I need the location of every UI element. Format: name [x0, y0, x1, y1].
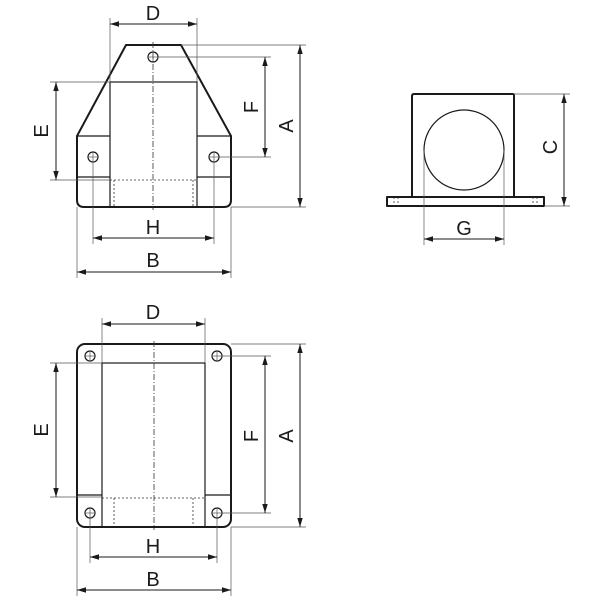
label-b: B: [146, 569, 159, 591]
label-e: E: [31, 124, 53, 137]
label-d: D: [146, 302, 160, 324]
top-view-rectangular: D E F A H B: [31, 302, 306, 596]
mounting-hole-icon: [211, 507, 223, 519]
inner-body: [109, 81, 198, 208]
label-a: A: [276, 119, 298, 133]
mounting-hole-icon: [208, 151, 220, 163]
label-e: E: [31, 423, 53, 436]
label-c: C: [540, 140, 562, 154]
mounting-hole-icon: [211, 350, 223, 362]
side-view: C G: [386, 93, 570, 245]
mounting-hole-icon: [84, 350, 96, 362]
side-body-outline: [411, 93, 515, 197]
label-h: H: [146, 217, 160, 239]
mounting-hole-icon: [84, 507, 96, 519]
label-a: A: [276, 429, 298, 443]
label-h: H: [146, 536, 160, 558]
label-f: F: [241, 430, 263, 442]
label-d: D: [146, 3, 160, 25]
front-view-trapezoid: D E F A H B: [31, 3, 306, 278]
label-b: B: [146, 250, 159, 272]
inner-body: [101, 362, 206, 528]
label-f: F: [241, 101, 263, 113]
bracket-outline: [76, 44, 232, 208]
base-flange: [386, 196, 545, 207]
mounting-hole-icon: [147, 51, 159, 63]
mounting-hole-icon: [87, 151, 99, 163]
label-g: G: [456, 218, 472, 240]
bore-circle: [423, 109, 505, 191]
